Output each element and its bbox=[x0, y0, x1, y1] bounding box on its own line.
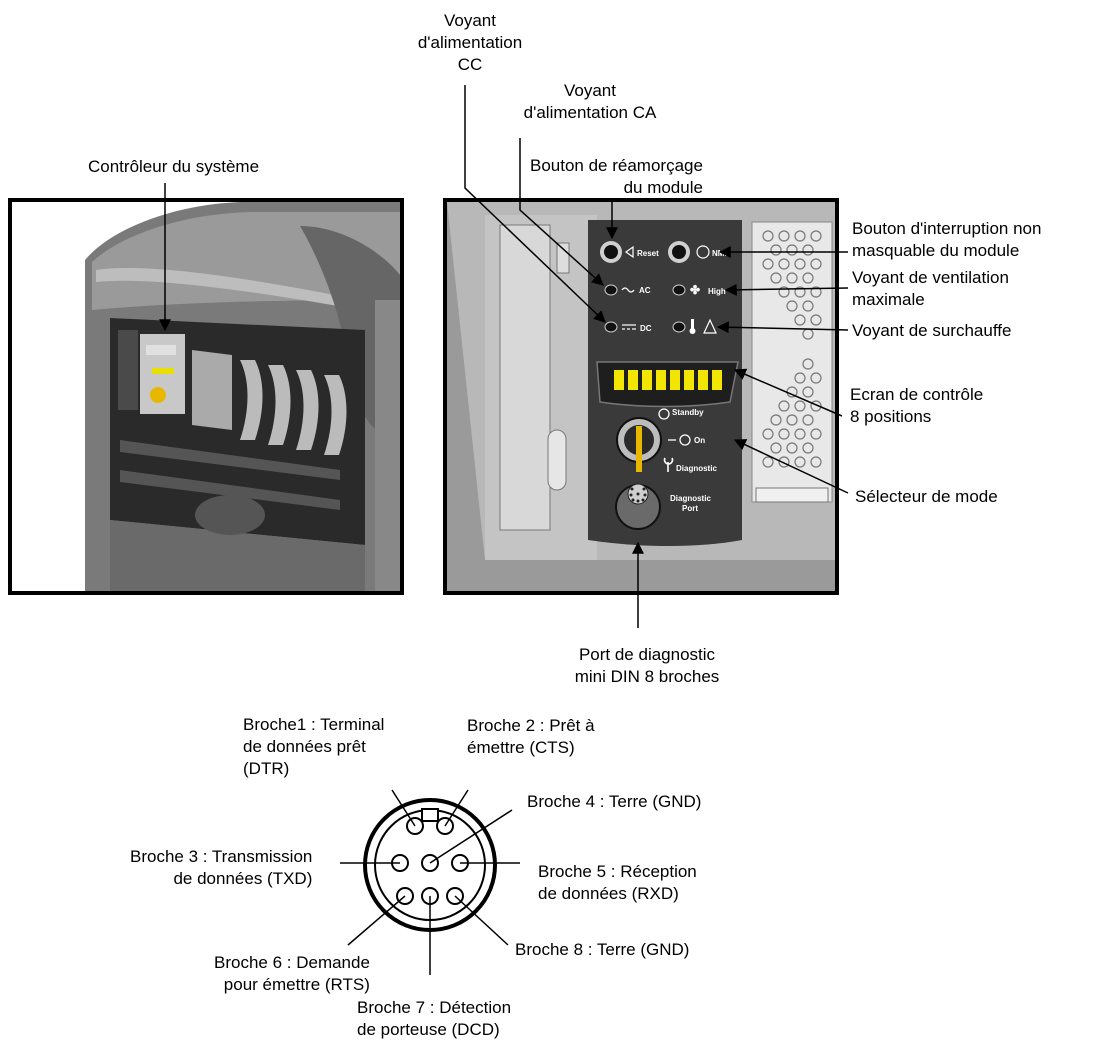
dc-symbol-icon bbox=[622, 324, 636, 330]
mode-selector-label: Sélecteur de mode bbox=[855, 487, 998, 506]
panel-view: Reset NMI AC ✤ High DC bbox=[443, 198, 839, 595]
pin3-label: Broche 3 : Transmission de données (TXD) bbox=[130, 847, 313, 888]
reset-button-label: Bouton de réamorçage du module bbox=[530, 156, 703, 197]
key-icon bbox=[636, 426, 642, 472]
standby-text: Standby bbox=[672, 408, 704, 417]
diag-port-label: Port de diagnostic mini DIN 8 broches bbox=[574, 645, 720, 686]
chassis-view bbox=[8, 198, 404, 595]
fan-led-label: Voyant de ventilation maximale bbox=[852, 268, 1009, 309]
standby-icon bbox=[658, 408, 670, 420]
wrench-icon bbox=[663, 457, 674, 472]
reset-triangle-icon bbox=[624, 245, 634, 259]
nmi-symbol-icon bbox=[696, 245, 710, 259]
on-icon bbox=[679, 434, 691, 446]
pin1-label: Broche1 : Terminal de données prêt (DTR) bbox=[243, 715, 385, 778]
ac-tilde-icon bbox=[621, 287, 635, 293]
nmi-text: NMI bbox=[712, 249, 727, 258]
pin4-label: Broche 4 : Terre (GND) bbox=[527, 792, 702, 811]
diagnostic-text: Diagnostic bbox=[676, 464, 717, 473]
overheat-led bbox=[672, 321, 686, 333]
fan-led bbox=[672, 284, 686, 296]
thermometer-icon bbox=[691, 319, 694, 329]
pin2-label: Broche 2 : Prêt à émettre (CTS) bbox=[467, 716, 595, 757]
nmi-button[interactable] bbox=[672, 245, 686, 259]
leader-lines bbox=[159, 85, 849, 628]
dc-text: DC bbox=[640, 324, 652, 333]
pin7-label: Broche 7 : Détection de porteuse (DCD) bbox=[357, 998, 512, 1039]
reset-button[interactable] bbox=[604, 245, 618, 259]
nmi-button-label: Bouton d'interruption non masquable du m… bbox=[852, 219, 1042, 260]
dc-led-label: Voyant d'alimentation CC bbox=[417, 11, 523, 74]
on-text: On bbox=[694, 436, 705, 445]
din-connector bbox=[340, 789, 520, 975]
pin5-label: Broche 5 : Réception de données (RXD) bbox=[538, 862, 697, 903]
dc-led bbox=[604, 321, 618, 333]
overheat-led-label: Voyant de surchauffe bbox=[852, 321, 1012, 340]
pin6-label: Broche 6 : Demande pour émettre (RTS) bbox=[214, 953, 370, 994]
pin8-label: Broche 8 : Terre (GND) bbox=[515, 940, 690, 959]
system-controller-label: Contrôleur du système bbox=[88, 157, 260, 176]
reset-text: Reset bbox=[637, 249, 659, 258]
high-text: High bbox=[708, 287, 726, 296]
ac-led-label: Voyant d'alimentation CA bbox=[523, 81, 657, 122]
ac-text: AC bbox=[639, 286, 651, 295]
warning-icon bbox=[703, 318, 717, 334]
diag-port-text-2: Port bbox=[682, 504, 698, 513]
diag-port-text-1: Diagnostic bbox=[670, 494, 711, 503]
ac-led bbox=[604, 284, 618, 296]
display-label: Ecran de contrôle 8 positions bbox=[850, 385, 984, 426]
fan-icon: ✤ bbox=[690, 283, 700, 297]
display-segments bbox=[614, 370, 722, 390]
